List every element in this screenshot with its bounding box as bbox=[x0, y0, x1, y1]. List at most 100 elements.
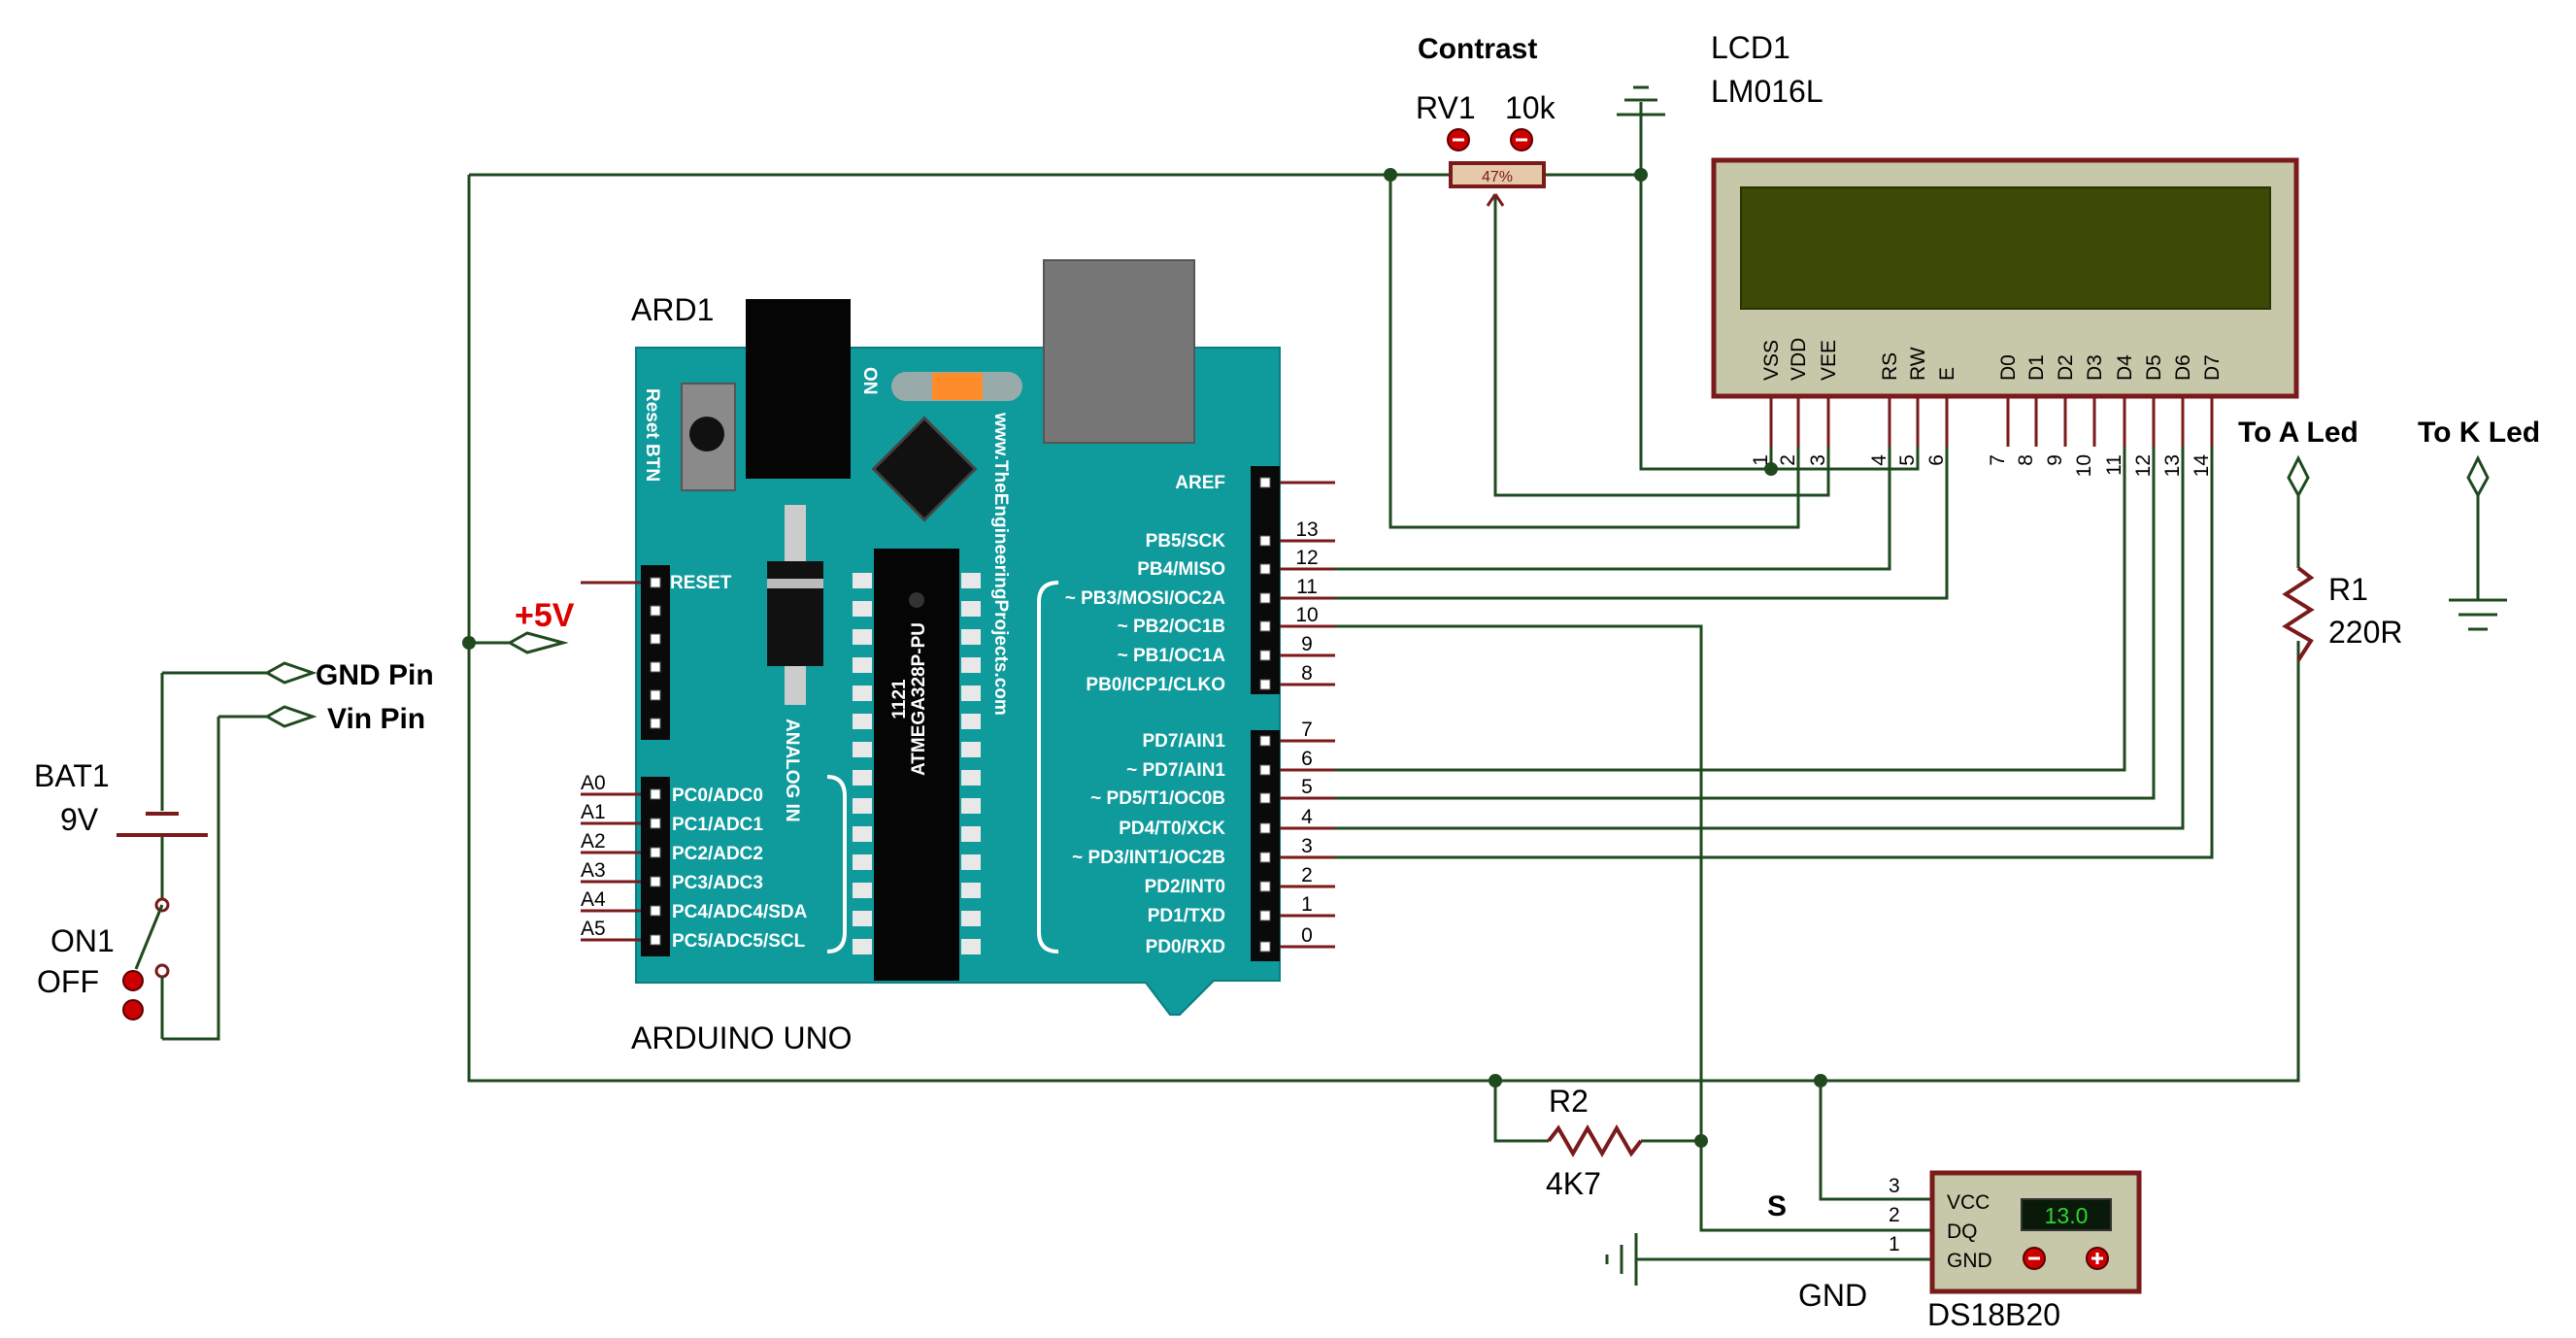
lcd-pin-number: 12 bbox=[2132, 454, 2155, 477]
header-pin bbox=[1259, 477, 1271, 488]
chip-leg bbox=[853, 911, 872, 926]
lcd-pins: VSS1VDD2VEE3RS4RW5E6D07D18D29D310D411D51… bbox=[1750, 338, 2224, 478]
chip-leg bbox=[961, 826, 981, 842]
r2-ref: R2 bbox=[1549, 1084, 1589, 1119]
analog-pin-label: PC2/ADC2 bbox=[672, 844, 763, 864]
digital-pin-number: 3 bbox=[1301, 835, 1313, 857]
header-pin bbox=[1259, 563, 1271, 575]
sensor-dq-label: DQ bbox=[1947, 1221, 1978, 1243]
lcd-pin-name: VSS bbox=[1760, 340, 1783, 381]
header-pin bbox=[1259, 941, 1271, 953]
lcd-pin-name: RS bbox=[1879, 352, 1901, 381]
chip-leg bbox=[853, 770, 872, 786]
lcd-display: VSS1VDD2VEE3RS4RW5E6D07D18D29D310D411D51… bbox=[1711, 157, 2299, 478]
vin-pin-terminal bbox=[263, 705, 318, 728]
switch-ref: ON1 bbox=[50, 923, 115, 958]
lcd-pin-number: 8 bbox=[2015, 454, 2037, 466]
header-pin bbox=[650, 661, 661, 673]
resistor-r1 bbox=[2282, 566, 2315, 662]
digital-pin-label: ~ PD5/T1/OC0B bbox=[1090, 788, 1225, 809]
aref-label: AREF bbox=[1175, 473, 1225, 493]
header-pin bbox=[650, 577, 661, 588]
lcd-pin-name: D6 bbox=[2172, 354, 2194, 381]
temperature-sensor-ds18b20: 13.0 bbox=[1929, 1170, 2142, 1294]
lcd-pin-name: VDD bbox=[1788, 338, 1810, 381]
chip-leg bbox=[853, 883, 872, 898]
header-pins bbox=[650, 477, 1271, 953]
digital-pin-number: 13 bbox=[1295, 518, 1318, 541]
contrast-label: Contrast bbox=[1418, 33, 1537, 65]
vin-pin-label: Vin Pin bbox=[327, 703, 425, 735]
chip-leg bbox=[961, 854, 981, 870]
header-pin bbox=[650, 689, 661, 701]
header-pin bbox=[650, 788, 661, 800]
switch-on1[interactable] bbox=[122, 897, 170, 1039]
header-pin bbox=[1259, 735, 1271, 747]
bat-ref: BAT1 bbox=[34, 758, 110, 793]
header-pin bbox=[650, 605, 661, 617]
header-pin bbox=[1259, 679, 1271, 690]
sensor-ref: DS18B20 bbox=[1927, 1297, 2060, 1332]
sensor-gnd-label: GND bbox=[1947, 1250, 1992, 1272]
digital-pin-number: 1 bbox=[1301, 893, 1313, 916]
lcd-pin-number: 10 bbox=[2073, 454, 2095, 477]
chip-leg bbox=[961, 573, 981, 588]
switch-on-button[interactable] bbox=[122, 970, 144, 991]
chip-leg bbox=[961, 939, 981, 954]
header-pin bbox=[1259, 535, 1271, 547]
analog-pin-number: A2 bbox=[581, 830, 606, 853]
to-a-led-terminal bbox=[2287, 454, 2310, 499]
header-pin bbox=[1259, 910, 1271, 921]
digital-pin-label: PD0/RXD bbox=[1146, 937, 1225, 957]
chip-leg bbox=[853, 573, 872, 588]
chip-leg bbox=[853, 854, 872, 870]
header-pin bbox=[650, 905, 661, 917]
chip-leg bbox=[961, 770, 981, 786]
digital-pin-label: ~ PB3/MOSI/OC2A bbox=[1065, 588, 1226, 609]
header-pin bbox=[1259, 792, 1271, 804]
chip-leg bbox=[853, 826, 872, 842]
digital-pin-label: PD7/AIN1 bbox=[1142, 731, 1225, 752]
lcd-pin-number: 3 bbox=[1807, 454, 1829, 466]
digital-pin-label: ~ PD7/AIN1 bbox=[1126, 760, 1225, 781]
to-a-led-label: To A Led bbox=[2238, 417, 2359, 449]
chip-notch bbox=[909, 592, 924, 608]
digital-pin-number: 2 bbox=[1301, 864, 1313, 886]
chip-leg bbox=[961, 911, 981, 926]
reset-button[interactable] bbox=[689, 417, 724, 452]
lcd-pin-name: VEE bbox=[1818, 340, 1840, 381]
lcd-pin-number: 5 bbox=[1896, 454, 1919, 466]
digital-pin-label: PB0/ICP1/CLKO bbox=[1086, 675, 1225, 695]
signal-label: S bbox=[1767, 1190, 1787, 1222]
lcd-pin-name: D5 bbox=[2143, 354, 2165, 381]
website-label: www.TheEngineeringProjects.com bbox=[990, 412, 1011, 716]
digital-pin-label: ~ PB1/OC1A bbox=[1118, 646, 1226, 666]
header-pin bbox=[1259, 764, 1271, 776]
chip-leg bbox=[961, 601, 981, 617]
plus5v-label: +5V bbox=[515, 597, 575, 634]
ground-symbol-k-led bbox=[2449, 598, 2507, 631]
gnd-pin-terminal bbox=[263, 661, 318, 685]
header-pin bbox=[1259, 852, 1271, 863]
rv1-value: 10k bbox=[1505, 90, 1556, 125]
lcd-pin-number: 6 bbox=[1925, 454, 1948, 466]
r1-ref: R1 bbox=[2328, 572, 2368, 607]
digital-pin-label: PD1/TXD bbox=[1148, 906, 1225, 926]
chip-leg bbox=[853, 742, 872, 757]
chip-code: 1121 bbox=[889, 679, 910, 719]
r2-value: 4K7 bbox=[1546, 1166, 1601, 1201]
digital-pin-number: 12 bbox=[1295, 547, 1318, 569]
header-pin bbox=[1259, 822, 1271, 834]
chip-leg bbox=[961, 629, 981, 645]
gnd-label: GND bbox=[1798, 1278, 1867, 1313]
digital-pin-label: ~ PD3/INT1/OC2B bbox=[1072, 848, 1225, 868]
chip-leg bbox=[961, 798, 981, 814]
on-label: ON bbox=[859, 367, 880, 395]
switch-off-button[interactable] bbox=[122, 999, 144, 1020]
lcd-pin-name: D4 bbox=[2114, 354, 2136, 381]
chip-leg bbox=[961, 714, 981, 729]
lcd-pin-number: 2 bbox=[1777, 454, 1799, 466]
